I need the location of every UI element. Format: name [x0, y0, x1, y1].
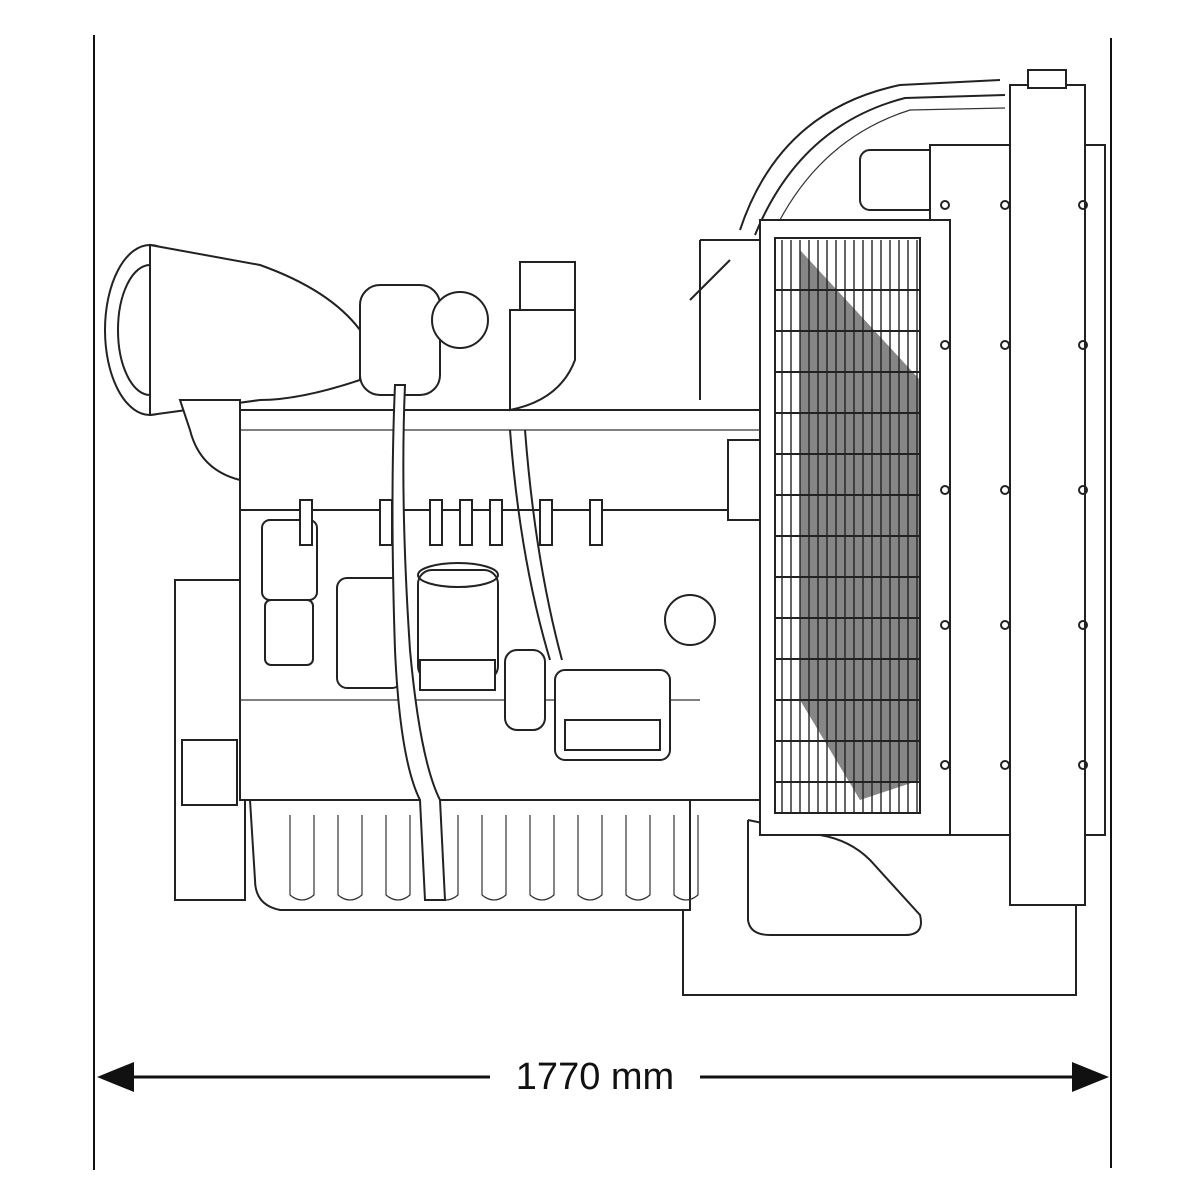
bolt — [1000, 200, 1010, 210]
injector — [459, 499, 473, 546]
pan-rib — [385, 815, 411, 901]
bolt — [1000, 485, 1010, 495]
pan-rib — [337, 815, 363, 901]
radiator-bolts — [940, 200, 1088, 770]
bolt — [940, 200, 950, 210]
bolt — [1000, 340, 1010, 350]
bolt — [1078, 340, 1088, 350]
bolt — [1078, 200, 1088, 210]
injector — [429, 499, 443, 546]
bolt — [940, 620, 950, 630]
injector — [539, 499, 553, 546]
bolt — [1000, 760, 1010, 770]
pan-rib — [481, 815, 507, 901]
pan-rib — [625, 815, 651, 901]
air-filter — [104, 243, 576, 482]
injector — [299, 499, 313, 546]
dimension-arrow — [97, 1062, 1109, 1092]
pan-rib — [577, 815, 603, 901]
bolt — [940, 485, 950, 495]
bolt — [1078, 620, 1088, 630]
bolt — [1000, 620, 1010, 630]
pan-rib — [529, 815, 555, 901]
bolt — [940, 340, 950, 350]
bolt — [1078, 485, 1088, 495]
radiator — [759, 69, 1106, 906]
bolt — [1078, 760, 1088, 770]
injector — [379, 499, 393, 546]
injector — [489, 499, 503, 546]
pan-rib — [673, 815, 699, 901]
dimension-label: 1770 mm — [495, 1055, 695, 1099]
pan-rib — [289, 815, 315, 901]
fuel-injectors — [299, 499, 603, 546]
fan-shroud — [689, 79, 1006, 400]
injector — [589, 499, 603, 546]
bolt — [940, 760, 950, 770]
engine-components — [261, 384, 761, 901]
